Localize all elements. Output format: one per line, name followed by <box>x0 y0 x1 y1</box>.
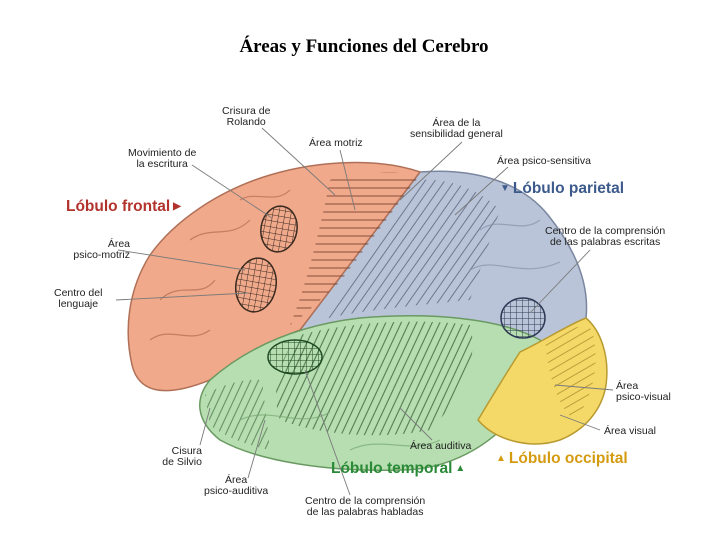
label-parietal-lobe: ▼Lóbulo parietal <box>500 180 624 197</box>
label-frontal-lobe: Lóbulo frontal▶ <box>66 198 181 215</box>
hearing-area <box>267 339 323 375</box>
label-occipital-lobe: ▲Lóbulo occipital <box>496 450 628 467</box>
label-area-visual: Área visual <box>604 425 656 437</box>
label-area-motriz: Área motriz <box>309 137 363 149</box>
writing-motion-area <box>260 205 298 253</box>
label-psico-sensitiva: Área psico-sensitiva <box>497 155 591 167</box>
written-comprehension-center <box>500 297 546 339</box>
label-area-auditiva: Área auditiva <box>410 440 472 452</box>
page-title: Áreas y Funciones del Cerebro <box>239 36 489 57</box>
label-temporal-lobe: Lóbulo temporal▲ <box>331 460 466 477</box>
language-center <box>235 257 277 313</box>
